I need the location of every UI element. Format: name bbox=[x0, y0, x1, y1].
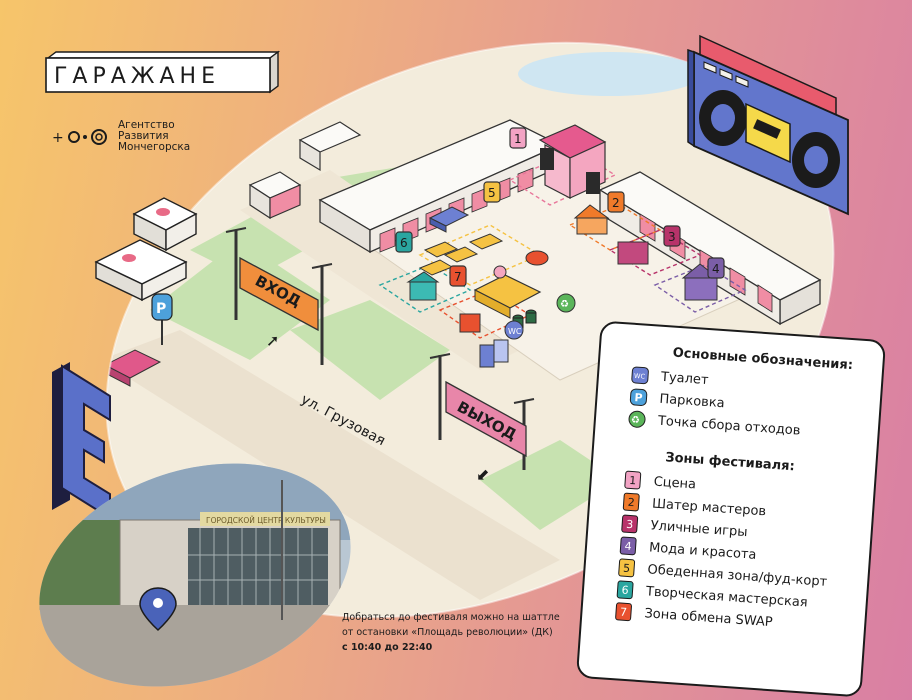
exit-arrow-icon: ⬋ bbox=[476, 465, 489, 484]
zone-2-icon: 2 bbox=[622, 492, 640, 512]
speaker bbox=[586, 172, 600, 194]
svg-text:3: 3 bbox=[668, 230, 676, 244]
svg-text:ГОРОДСКОЙ ЦЕНТР КУЛЬТУРЫ: ГОРОДСКОЙ ЦЕНТР КУЛЬТУРЫ bbox=[206, 516, 326, 525]
stairs-decor bbox=[94, 197, 198, 302]
games-booth bbox=[617, 241, 649, 265]
toilet-icon: WC bbox=[630, 366, 649, 385]
zone-marker-2: 2 bbox=[607, 191, 625, 213]
agency-block: + Агентство Развития Мончегорска bbox=[52, 120, 190, 153]
svg-text:5: 5 bbox=[488, 186, 496, 200]
zone-4-icon: 4 bbox=[619, 536, 637, 556]
pond bbox=[518, 52, 702, 96]
recycle-marker-icon: ♻ bbox=[556, 293, 576, 313]
agency-name: Агентство Развития Мончегорска bbox=[118, 119, 191, 153]
svg-text:4: 4 bbox=[712, 262, 720, 276]
shuttle-info: Добраться до фестиваля можно на шаттле о… bbox=[342, 612, 560, 653]
svg-text:P: P bbox=[156, 301, 166, 317]
legend-item-recycle: ♻ Точка сбора отходов bbox=[627, 408, 866, 447]
svg-text:P: P bbox=[634, 391, 643, 405]
speaker bbox=[540, 148, 554, 170]
hotdog-sign bbox=[525, 250, 549, 266]
svg-text:+: + bbox=[52, 130, 64, 146]
toilet-marker-icon: WC bbox=[504, 320, 524, 340]
svg-text:WC: WC bbox=[508, 327, 522, 336]
zone-marker-6: 6 bbox=[395, 231, 413, 253]
zone-7-icon: 7 bbox=[614, 602, 633, 622]
zone-marker-1: 1 bbox=[509, 127, 527, 149]
icecream-sign bbox=[493, 265, 507, 279]
zone-5-icon: 5 bbox=[618, 558, 636, 578]
svg-text:2: 2 bbox=[612, 196, 620, 210]
grass-area bbox=[480, 440, 620, 530]
svg-text:WC: WC bbox=[634, 372, 646, 381]
boombox-decor bbox=[687, 34, 849, 216]
svg-text:6: 6 bbox=[400, 236, 408, 250]
recycle-icon: ♻ bbox=[627, 410, 646, 429]
location-pin-icon bbox=[139, 587, 177, 632]
zone-1-icon: 1 bbox=[624, 470, 642, 490]
zone-marker-4: 4 bbox=[707, 257, 725, 279]
entrance-arrow-icon: ➚ bbox=[266, 331, 279, 350]
legend-item-parking: P Парковка bbox=[629, 386, 868, 425]
svg-text:7: 7 bbox=[454, 270, 462, 284]
grass-area bbox=[150, 240, 330, 360]
road bbox=[100, 330, 560, 600]
legend-item-toilet: WC Туалет bbox=[630, 364, 869, 403]
parking-sign-icon: P bbox=[151, 293, 173, 345]
food-tables bbox=[418, 233, 504, 276]
car-blue bbox=[428, 206, 470, 233]
letter-e-decor bbox=[52, 362, 111, 520]
logo-text: ГАРАЖАНЕ bbox=[54, 64, 220, 89]
zone-3-icon: 3 bbox=[621, 514, 639, 534]
toilets bbox=[479, 339, 509, 368]
zone-marker-5: 5 bbox=[483, 181, 501, 203]
garazhane-logo: ГАРАЖАНЕ bbox=[45, 50, 280, 94]
svg-text:1: 1 bbox=[514, 132, 522, 146]
parking-icon: P bbox=[629, 388, 648, 407]
swap-booth bbox=[459, 313, 481, 333]
zone-marker-7: 7 bbox=[449, 265, 467, 287]
svg-text:♻: ♻ bbox=[560, 299, 569, 310]
agency-logo-icon: + bbox=[52, 128, 107, 146]
zone-6-icon: 6 bbox=[616, 580, 634, 600]
svg-text:♻: ♻ bbox=[631, 415, 641, 427]
zone-marker-3: 3 bbox=[663, 225, 681, 247]
grass-area bbox=[290, 300, 450, 400]
map-legend: Основные обозначения: WC Туалет P Парков… bbox=[575, 320, 887, 698]
